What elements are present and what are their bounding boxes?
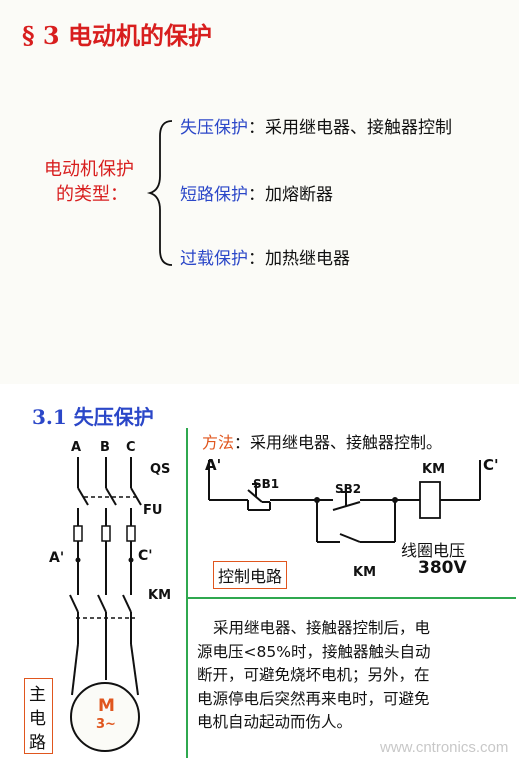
method-prefix: 方法 xyxy=(202,433,235,452)
horizontal-divider xyxy=(186,597,516,599)
explanation-line-2: 源电压<85%时，接触器触头自动 xyxy=(197,642,431,661)
explanation-line-3: 断开，可避免烧坏电机；另外，在 xyxy=(197,666,430,684)
main-circuit-caption-box: 主 电 路 xyxy=(24,678,53,754)
item-desc: ：加热继电器 xyxy=(248,249,350,269)
item-term: 过载保护 xyxy=(180,249,248,269)
protection-item-1: 失压保护：采用继电器、接触器控制 xyxy=(180,113,452,138)
ctrl-c-prime-label: C' xyxy=(483,456,499,474)
qs-label: QS xyxy=(150,462,171,477)
curly-brace xyxy=(146,120,173,266)
phase-label-c: C xyxy=(126,440,136,455)
control-circuit-diagram xyxy=(208,460,481,543)
main-a-prime-label: A' xyxy=(49,550,65,566)
motor-symbol xyxy=(70,682,140,752)
coil-voltage-label: 线圈电压 xyxy=(401,541,466,560)
sb2-label: SB2 xyxy=(335,482,362,496)
km-coil-label: KM xyxy=(422,462,446,477)
item-term: 失压保护 xyxy=(180,118,248,138)
control-circuit-caption: 控制电路 xyxy=(213,561,288,589)
main-km-label: KM xyxy=(148,588,172,603)
left-label-line2: 的类型： xyxy=(56,184,128,205)
slide-motor-protection-types: § 3 电动机的保护 电动机保护 的类型： 失压保护：采用继电器、接触器控制 短… xyxy=(22,21,452,269)
caption-char-1: 主 xyxy=(29,685,46,705)
method-text: ：采用继电器、接触器控制。 xyxy=(234,433,443,452)
explanation-line-5: 电机自动起动而伤人。 xyxy=(197,713,353,731)
fu-label: FU xyxy=(143,503,163,518)
slide-divider xyxy=(0,384,519,390)
slide-undervoltage-protection: 3.1 失压保护 xyxy=(0,390,519,767)
ctrl-a-prime-label: A' xyxy=(205,456,222,474)
phase-label-a: A xyxy=(71,440,82,455)
section-title: § 3 电动机的保护 xyxy=(22,21,212,50)
caption-char-3: 路 xyxy=(29,733,46,753)
item-desc: ：加熔断器 xyxy=(248,185,333,205)
motor-label: M xyxy=(98,696,115,716)
subsection-title: 3.1 失压保护 xyxy=(32,405,154,429)
coil-voltage-value: 380V xyxy=(418,558,467,578)
protection-item-3: 过载保护：加热继电器 xyxy=(180,244,350,269)
protection-item-2: 短路保护：加熔断器 xyxy=(180,180,333,205)
km-contact-label: KM xyxy=(353,565,377,580)
method-line: 方法：采用继电器、接触器控制。 xyxy=(202,429,442,453)
main-c-prime-label: C' xyxy=(138,548,153,564)
item-term: 短路保护 xyxy=(180,185,248,205)
sb1-label: SB1 xyxy=(253,477,280,491)
left-label-line1: 电动机保护 xyxy=(44,159,134,180)
explanation-line-4: 电源停电后突然再来电时，可避免 xyxy=(197,689,430,708)
explanation-line-1: 采用继电器、接触器控制后，电 xyxy=(213,619,431,637)
motor-sub-label: 3~ xyxy=(96,717,116,732)
phase-label-b: B xyxy=(100,440,110,455)
item-desc: ：采用继电器、接触器控制 xyxy=(248,118,452,138)
caption-char-2: 电 xyxy=(29,709,46,729)
explanation-text: 采用继电器、接触器控制后，电 源电压<85%时，接触器触头自动 断开，可避免烧坏… xyxy=(197,617,430,735)
watermark: www.cntronics.com xyxy=(380,739,509,756)
main-circuit-diagram xyxy=(69,457,142,752)
vertical-divider xyxy=(186,428,188,758)
